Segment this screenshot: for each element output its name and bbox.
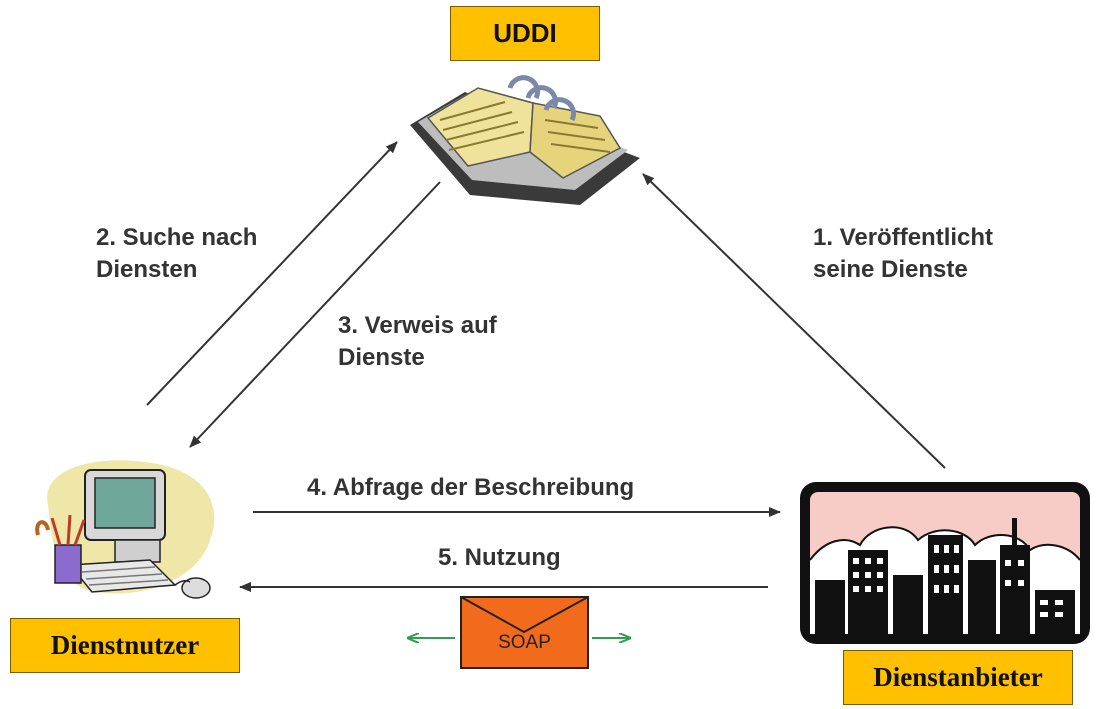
provider-label: Dienstanbieter — [873, 662, 1043, 692]
city-skyline-icon — [800, 482, 1090, 644]
envelope-icon — [460, 596, 589, 669]
step-search-line1: 2. Suche nach — [96, 224, 258, 251]
provider-box: Dienstanbieter — [843, 650, 1073, 705]
step-search-label: 2. Suche nach Diensten — [96, 222, 257, 286]
consumer-label: Dienstnutzer — [50, 630, 200, 660]
consumer-box: Dienstnutzer — [10, 618, 240, 673]
uddi-box: UDDI — [450, 6, 600, 61]
step-reference-line2: Dienste — [338, 344, 425, 371]
step-search-line2: Diensten — [96, 256, 198, 283]
step-use-label: 5. Nutzung — [438, 542, 561, 574]
step-query-text: 4. Abfrage der Beschreibung — [307, 474, 635, 501]
arrow-search — [146, 141, 398, 406]
step-use-text: 5. Nutzung — [438, 544, 561, 571]
step-reference-line1: 3. Verweis auf — [338, 312, 497, 339]
computer-workstation-icon — [35, 460, 215, 599]
step-reference-label: 3. Verweis auf Dienste — [338, 310, 497, 374]
step-publish-line1: 1. Veröffentlicht — [813, 224, 994, 251]
step-query-label: 4. Abfrage der Beschreibung — [307, 472, 634, 504]
arrow-publish — [642, 173, 946, 469]
step-publish-line2: seine Dienste — [813, 256, 968, 283]
address-book-icon — [410, 75, 640, 205]
uddi-label: UDDI — [493, 18, 557, 48]
arrow-reference — [189, 181, 441, 448]
envelope-label: SOAP — [498, 632, 551, 653]
step-publish-label: 1. Veröffentlicht seine Dienste — [813, 222, 993, 286]
